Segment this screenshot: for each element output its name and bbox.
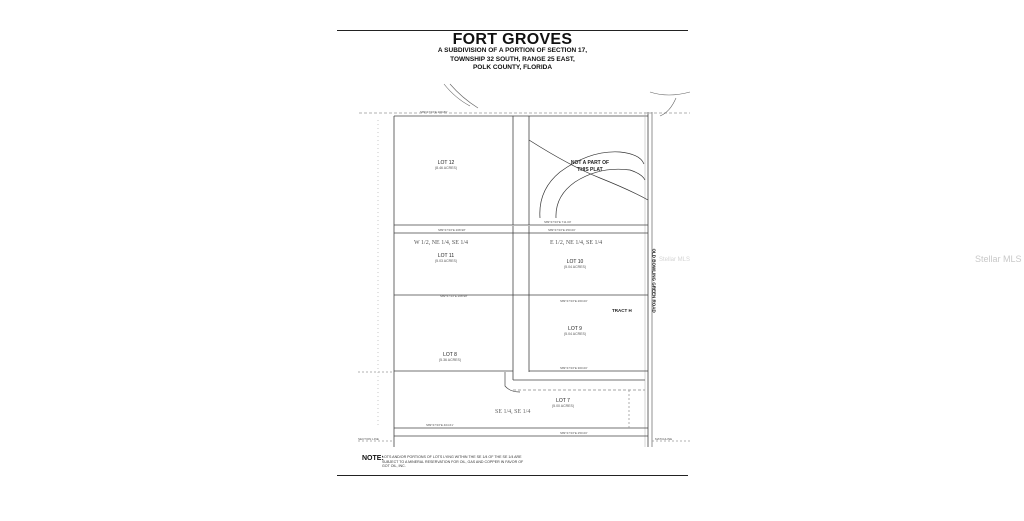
lot-acres: (5.00 ACRES) bbox=[552, 404, 574, 408]
plat-document-page bbox=[337, 30, 688, 476]
svg-text:S89°47'23"E 208.98': S89°47'23"E 208.98' bbox=[440, 294, 468, 298]
note-text: LOTS AND/OR PORTIONS OF LOTS LYING WITHI… bbox=[382, 455, 524, 469]
top-rule bbox=[337, 30, 688, 31]
subtitle-line: A SUBDIVISION OF A PORTION OF SECTION 17… bbox=[437, 47, 588, 54]
boundary-lines bbox=[358, 112, 690, 447]
quadrant-south-label: SE 1/4, SE 1/4 bbox=[495, 409, 531, 415]
lot-name: LOT 12 bbox=[437, 160, 455, 166]
svg-text:S89°47'23"E 404.61': S89°47'23"E 404.61' bbox=[426, 423, 454, 427]
road-label: OLD BOWLING GREEN ROAD bbox=[651, 248, 657, 313]
not-a-part-boundary bbox=[528, 139, 649, 219]
subtitle-line: TOWNSHIP 32 SOUTH, RANGE 25 EAST, bbox=[450, 55, 575, 63]
top-road-curves bbox=[443, 83, 691, 117]
tract-label: TRACT H bbox=[612, 308, 632, 313]
plat-subtitle: A SUBDIVISION OF A PORTION OF SECTION 17… bbox=[337, 47, 688, 73]
stellar-mls-watermark-faint: Stellar MLS bbox=[659, 257, 691, 263]
subtitle-line: POLK COUNTY, FLORIDA bbox=[472, 64, 553, 72]
stellar-mls-watermark: Stellar MLS bbox=[975, 254, 1022, 264]
bottom-rule bbox=[337, 475, 688, 476]
svg-text:SECTION LINE: SECTION LINE bbox=[358, 437, 379, 441]
quadrant-west-label: W 1/2, NE 1/4, SE 1/4 bbox=[414, 240, 469, 246]
lot-name: LOT 11 bbox=[437, 253, 455, 259]
svg-text:S89°47'23"E 260.00': S89°47'23"E 260.00' bbox=[560, 299, 588, 303]
lot-name: LOT 8 bbox=[443, 352, 457, 358]
lot-name: LOT 9 bbox=[568, 326, 582, 332]
lot-8-label: LOT 8 (5.36 ACRES) bbox=[430, 352, 470, 362]
lot-name: LOT 7 bbox=[556, 398, 570, 404]
lot-7-corner bbox=[504, 372, 521, 393]
lot-acres: (5.04 ACRES) bbox=[564, 265, 586, 269]
lot-9-label: LOT 9 (5.04 ACRES) bbox=[555, 326, 595, 336]
lot-acres: (5.04 ACRES) bbox=[564, 332, 586, 336]
lot-acres: (5.03 ACRES) bbox=[435, 259, 457, 263]
svg-text:S89°47'23"E 250.00': S89°47'23"E 250.00' bbox=[560, 431, 588, 435]
svg-text:S89°47'23"E 250.00': S89°47'23"E 250.00' bbox=[548, 228, 576, 232]
svg-text:S89°47'23"E 300.00': S89°47'23"E 300.00' bbox=[560, 366, 588, 370]
lot-acres: (8.46 ACRES) bbox=[435, 166, 457, 170]
svg-text:S89°47'23"E 711.00': S89°47'23"E 711.00' bbox=[544, 220, 572, 224]
lot-acres: (5.36 ACRES) bbox=[439, 358, 461, 362]
lot-name: LOT 10 bbox=[566, 259, 584, 265]
svg-text:MATCHLINE: MATCHLINE bbox=[655, 437, 672, 441]
dimension-labels: S89°47'23"E 209.86' S89°47'23"E 711.00' … bbox=[358, 110, 672, 441]
quadrant-east-label: E 1/2, NE 1/4, SE 1/4 bbox=[550, 240, 603, 246]
svg-text:S89°47'23"E 209.86': S89°47'23"E 209.86' bbox=[420, 110, 448, 114]
note-label: NOTE: bbox=[362, 455, 384, 462]
lot-12-label: LOT 12 (8.46 ACRES) bbox=[426, 160, 466, 170]
lot-10-label: LOT 10 (5.04 ACRES) bbox=[555, 259, 595, 269]
plat-title: FORT GROVES bbox=[452, 31, 573, 48]
lot-7-label: LOT 7 (5.00 ACRES) bbox=[543, 398, 583, 408]
not-a-part-line: THIS PLAT bbox=[577, 167, 603, 173]
not-a-part-label: NOT A PART OF THIS PLAT bbox=[565, 160, 615, 174]
svg-text:S89°47'23"E 208.98': S89°47'23"E 208.98' bbox=[438, 228, 466, 232]
lot-11-label: LOT 11 (5.03 ACRES) bbox=[426, 253, 466, 263]
not-a-part-line: NOT A PART OF bbox=[570, 160, 610, 166]
